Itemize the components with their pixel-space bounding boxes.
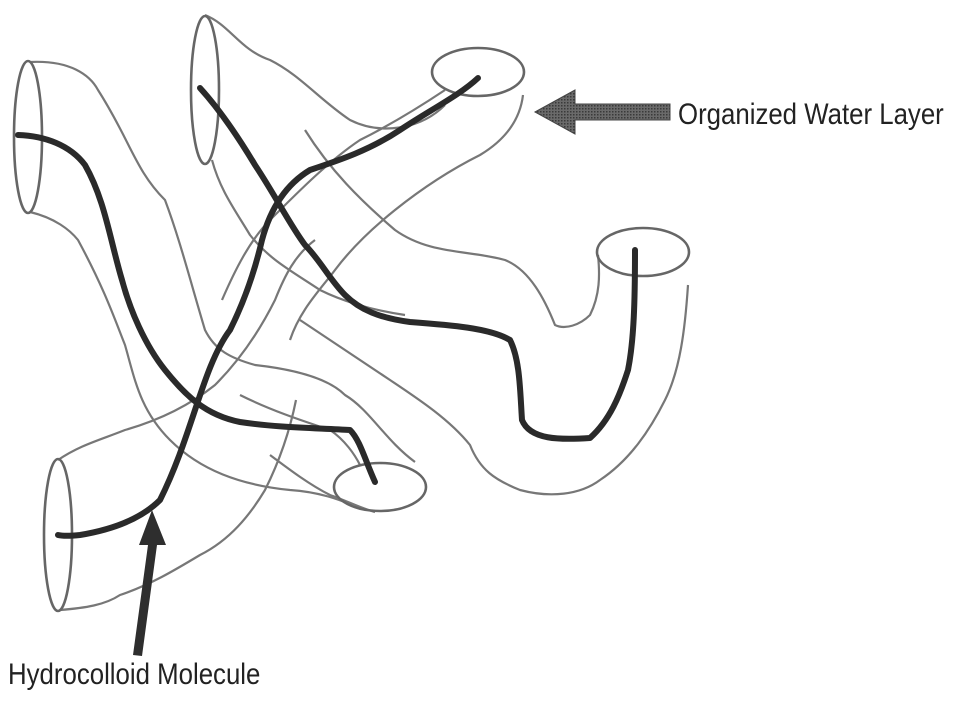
- hydrocolloid-molecule-label: Hydrocolloid Molecule: [8, 658, 260, 692]
- water-shell-top-right: [222, 48, 524, 340]
- water-shell-bottom-center: [240, 395, 426, 512]
- chain-left: [18, 135, 375, 482]
- water-layer-arrow: [535, 90, 670, 134]
- organized-water-layer-label: Organized Water Layer: [678, 98, 944, 132]
- chain-right: [58, 78, 478, 536]
- molecule-arrow: [133, 510, 166, 656]
- chain-top: [200, 88, 635, 439]
